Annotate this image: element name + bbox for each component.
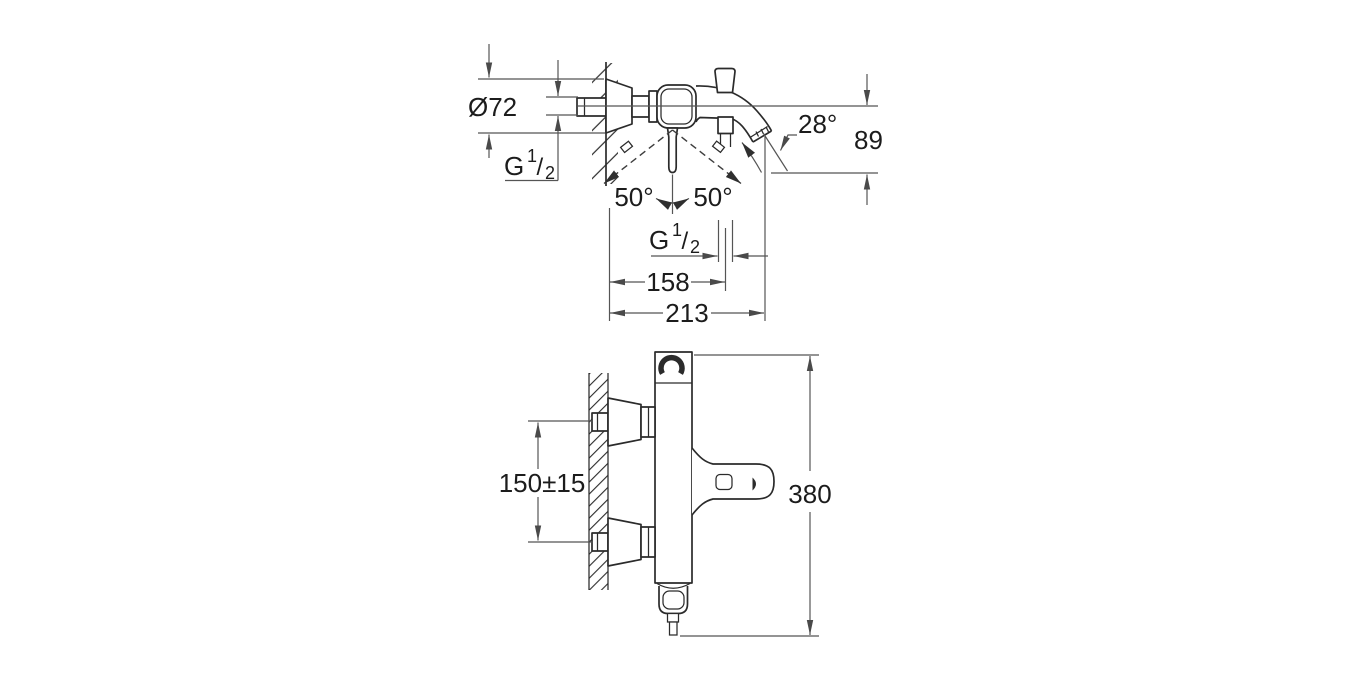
dim-swing-left-label: 50° [614, 182, 653, 212]
lever-handle-front [691, 447, 775, 516]
side-view-bath-mixer [576, 62, 773, 214]
outlet-tube [666, 612, 680, 623]
dim-thread-shower-label: G 1 / 2 [649, 212, 700, 257]
temperature-mark [752, 477, 756, 491]
mounting-view-bath-mixer [588, 351, 775, 636]
dim-spout-angle: 28° [741, 109, 837, 173]
dim-thread-inlet-label: G 1 / 2 [504, 138, 555, 183]
dim-spout-angle-label: 28° [798, 109, 837, 139]
upper-inlet-connection [591, 397, 656, 447]
dim-thread-shower: G 1 / 2 [649, 212, 768, 262]
dim-inlet-spacing: 150±15 [499, 420, 593, 543]
dim-overall-height: 380 [680, 354, 834, 637]
dim-spout-drop-label: 89 [854, 125, 883, 155]
dim-overall-height-label: 380 [788, 479, 831, 509]
dim-diameter: Ø72 [468, 44, 605, 158]
dim-inlet-spacing-label: 150±15 [499, 468, 586, 498]
diverter-knob [714, 67, 736, 94]
wall-hatch-bottom [589, 373, 608, 590]
dim-diameter-label: Ø72 [468, 92, 517, 122]
handshower-holder-ring [658, 354, 685, 375]
inlet-nipple [576, 97, 607, 117]
lever-handle-side [666, 127, 679, 174]
dim-thread-inlet: G 1 / 2 [504, 60, 578, 183]
spout-mouth-face [752, 130, 772, 143]
spout-bottom-edge [695, 116, 754, 143]
lower-inlet-connection [591, 517, 656, 567]
mixer-body-column [654, 351, 693, 584]
mounting-view-dimensions: 380 150±15 [499, 354, 834, 637]
swing-line-right [672, 129, 742, 185]
swing-line-left [603, 129, 673, 185]
dim-spout-drop: 89 [771, 74, 883, 205]
dim-wall-to-shower: 158 213 [608, 136, 766, 328]
side-view-dimensions: Ø72 G 1 / 2 28° 8 [468, 44, 883, 328]
lever-button [715, 473, 733, 491]
shower-hose-outlet [717, 116, 734, 135]
dim-swing-right-label: 50° [693, 182, 732, 212]
dim-wall-to-shower-label: 158 [646, 267, 689, 297]
dim-wall-to-spout-label: 213 [665, 298, 708, 328]
